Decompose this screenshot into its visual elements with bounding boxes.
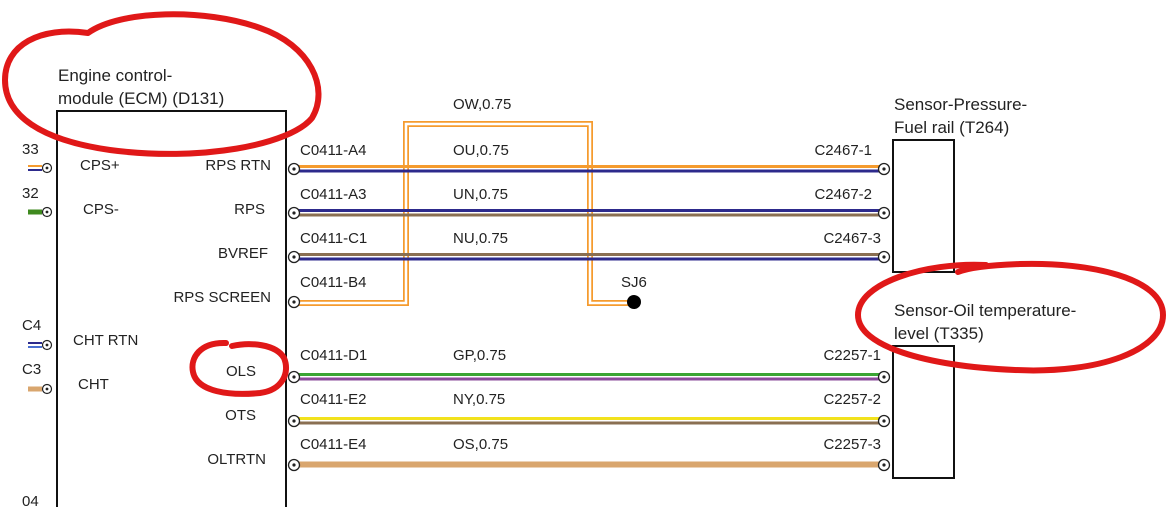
ecm-pin-rps: RPS: [234, 201, 265, 218]
sensor-terminal: [877, 162, 891, 176]
ecm-pin-rps-rtn: RPS RTN: [205, 157, 271, 174]
ecm-terminal: [287, 458, 301, 472]
splice-dot: [627, 295, 641, 309]
wire-ecm-connector-label: C0411-E4: [300, 436, 366, 453]
wire-sensor-connector-label: C2467-3: [823, 230, 881, 247]
ecm-terminal: [287, 370, 301, 384]
sensor-terminal: [877, 250, 891, 264]
annotation-circle-oil-temp-sensor: [854, 260, 1167, 374]
splice-label: SJ6: [621, 274, 647, 291]
left-fragment-wire: [28, 339, 53, 351]
wire-oltrtn: [287, 458, 891, 472]
left-fragment-label: 04: [22, 493, 39, 507]
screen-wire: [287, 121, 641, 309]
ecm-pin-ots: OTS: [225, 407, 256, 424]
ecm-pin-oltrtn: OLTRTN: [207, 451, 266, 468]
sensor-terminal: [877, 370, 891, 384]
sensor-terminal: [877, 414, 891, 428]
wire-code-label: NU,0.75: [453, 230, 508, 247]
wire-ols: [287, 370, 891, 384]
ecm-pin-cht: CHT: [78, 376, 109, 393]
left-fragment-label: C3: [22, 361, 41, 378]
ecm-pin-cht-rtn: CHT RTN: [73, 332, 138, 349]
wire-code-label: OU,0.75: [453, 142, 509, 159]
ecm-pin-rps-screen: RPS SCREEN: [173, 289, 271, 306]
wire-bvref: [287, 250, 891, 264]
wire-ecm-connector-label: C0411-A4: [300, 142, 366, 159]
sensor-terminal: [877, 458, 891, 472]
wire-ecm-connector-label: C0411-C1: [300, 230, 367, 247]
ecm-terminal: [287, 414, 301, 428]
ecm-terminal-rps-screen: [287, 295, 301, 309]
screen-wire-code-label: OW,0.75: [453, 96, 511, 113]
oil-temp-sensor-title-line1: Sensor-Oil temperature-: [894, 301, 1076, 320]
fuel-rail-sensor-title-line1: Sensor-Pressure-: [894, 95, 1027, 114]
screen-wire-connector-label: C0411-B4: [300, 274, 366, 291]
ecm-pin-ols: OLS: [226, 363, 256, 380]
wire-ots: [287, 414, 891, 428]
wire-code-label: OS,0.75: [453, 436, 508, 453]
fuel-rail-sensor-title-line2: Fuel rail (T264): [894, 118, 1009, 137]
ecm-pin-bvref: BVREF: [218, 245, 268, 262]
wire-rps: [287, 206, 891, 220]
left-fragment-label: 33: [22, 141, 39, 158]
left-fragment-wire: [28, 206, 53, 218]
ecm-terminal: [287, 206, 301, 220]
oil-temp-sensor-box: [892, 345, 955, 479]
ecm-pin-cps-plus: CPS+: [80, 157, 120, 174]
annotation-circle-ols: [189, 339, 290, 397]
ecm-pin-cps-minus: CPS-: [83, 201, 119, 218]
ecm-title-line1: Engine control-: [58, 66, 172, 85]
wire-ecm-connector-label: C0411-D1: [300, 347, 367, 364]
oil-temp-sensor-title-line2: level (T335): [894, 324, 984, 343]
wire-code-label: NY,0.75: [453, 391, 505, 408]
wire-sensor-connector-label: C2467-2: [814, 186, 872, 203]
ecm-terminal: [287, 162, 301, 176]
wire-sensor-connector-label: C2257-3: [823, 436, 881, 453]
wire-sensor-connector-label: C2257-1: [823, 347, 881, 364]
wire-ecm-connector-label: C0411-E2: [300, 391, 366, 408]
fuel-rail-sensor-box: [892, 139, 955, 273]
wire-code-label: UN,0.75: [453, 186, 508, 203]
annotation-circle-ecm: [1, 11, 322, 157]
left-fragment-wire: [28, 162, 53, 174]
left-fragment-label: 32: [22, 185, 39, 202]
wire-rps-rtn: [287, 162, 891, 176]
ecm-terminal: [287, 250, 301, 264]
wire-ecm-connector-label: C0411-A3: [300, 186, 366, 203]
wire-sensor-connector-label: C2467-1: [814, 142, 872, 159]
left-fragment-label: C4: [22, 317, 41, 334]
wire-sensor-connector-label: C2257-2: [823, 391, 881, 408]
wire-code-label: GP,0.75: [453, 347, 506, 364]
sensor-terminal: [877, 206, 891, 220]
left-fragment-wire: [28, 383, 53, 395]
ecm-title-line2: module (ECM) (D131): [58, 89, 224, 108]
ecm-module-box: [56, 110, 287, 507]
